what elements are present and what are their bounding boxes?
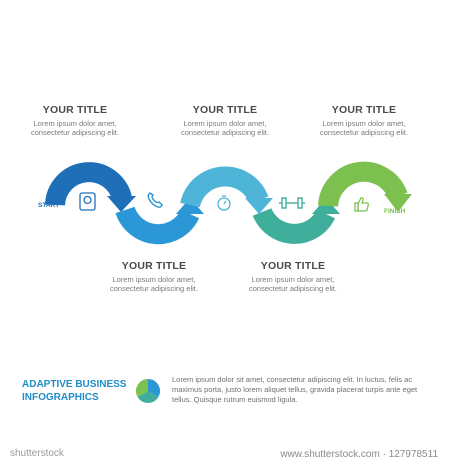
watermark-bar: shutterstock www.shutterstock.com · 1279… [0, 440, 450, 470]
watermark-brand: shutterstock [10, 448, 64, 459]
dumbbell-icon [279, 197, 305, 209]
step-1-text: YOUR TITLE Lorem ipsum dolor amet, conse… [20, 104, 130, 137]
footer-title-line1: ADAPTIVE BUSINESS [22, 379, 127, 390]
stopwatch-icon [217, 195, 231, 211]
step-3-title: YOUR TITLE [192, 104, 258, 116]
step-5-desc: Lorem ipsum dolor amet, consectetur adip… [320, 119, 408, 137]
footer-text: Lorem ipsum dolor sit amet, consectetur … [172, 375, 418, 404]
step-3-text: YOUR TITLE Lorem ipsum dolor amet, conse… [170, 104, 280, 137]
step-5-text: YOUR TITLE Lorem ipsum dolor amet, conse… [309, 104, 419, 137]
step-5-title: YOUR TITLE [331, 104, 397, 116]
start-label: START [38, 202, 60, 209]
arc-3 [180, 166, 269, 208]
step-4-text: YOUR TITLE Lorem ipsum dolor amet, conse… [238, 260, 348, 293]
step-4-title: YOUR TITLE [260, 260, 326, 272]
footer-title: ADAPTIVE BUSINESS INFOGRAPHICS [22, 378, 126, 404]
arc-4 [252, 207, 336, 244]
arrowhead-3 [245, 198, 273, 214]
footer-title-line2: INFOGRAPHICS [22, 392, 99, 403]
phone-icon [147, 192, 163, 208]
step-1-desc: Lorem ipsum dolor amet, consectetur adip… [31, 119, 119, 137]
arc-1 [45, 162, 132, 206]
arrowhead-4 [312, 198, 340, 214]
footer-logo-icon [135, 379, 161, 404]
step-2-desc: Lorem ipsum dolor amet, consectetur adip… [110, 275, 198, 293]
arrowhead-5 [384, 194, 412, 212]
thumbs-up-icon [354, 197, 369, 212]
step-3-desc: Lorem ipsum dolor amet, consectetur adip… [181, 119, 269, 137]
watermark-id: www.shutterstock.com · 127978511 [280, 449, 438, 460]
arrowhead-1 [107, 196, 136, 212]
step-2-text: YOUR TITLE Lorem ipsum dolor amet, conse… [99, 260, 209, 293]
arc-2 [115, 206, 200, 245]
arrowhead-2 [176, 198, 204, 214]
finish-label: FINISH [384, 208, 406, 215]
arc-5 [318, 161, 408, 208]
step-1-title: YOUR TITLE [42, 104, 108, 116]
step-4-desc: Lorem ipsum dolor amet, consectetur adip… [249, 275, 337, 293]
step-2-title: YOUR TITLE [121, 260, 187, 272]
scale-icon [79, 192, 96, 211]
